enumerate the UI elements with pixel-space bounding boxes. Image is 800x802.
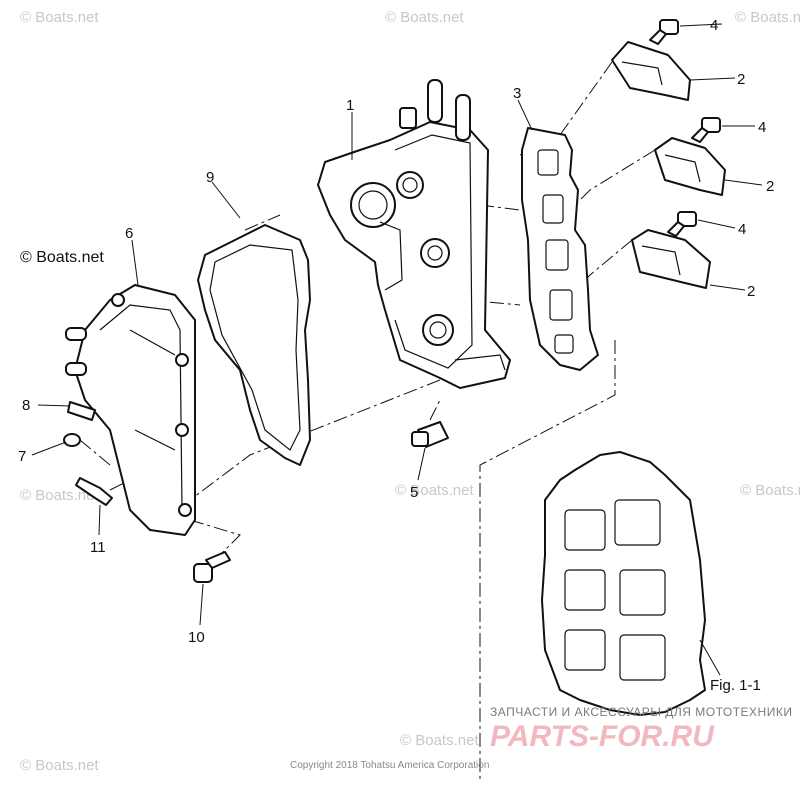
callout-4: 4 <box>710 17 718 34</box>
watermark: © Boats.net <box>735 9 800 26</box>
dealer-title: ЗАПЧАСТИ И АКСЕССУАРЫ ДЛЯ МОТОТЕХНИКИ <box>490 705 792 719</box>
dealer-logo: PARTS-FOR.RU <box>490 720 715 753</box>
callout-6: 6 <box>125 225 133 242</box>
reed-valve-bottom <box>631 229 711 289</box>
head-cover <box>65 284 196 536</box>
watermark: © Boats.net <box>395 482 474 499</box>
callout-2: 2 <box>766 178 774 195</box>
plug-bolt <box>193 551 231 583</box>
bolt <box>691 117 721 143</box>
reed-valve-top <box>611 41 691 101</box>
copyright: Copyright 2018 Tohatsu America Corporati… <box>290 760 489 771</box>
thermo-sensor <box>75 477 113 506</box>
callout-9: 9 <box>206 169 214 186</box>
callout-4: 4 <box>738 221 746 238</box>
figure-label: Fig. 1-1 <box>710 677 761 694</box>
watermark: © Boats.net <box>400 732 479 749</box>
cover-gasket <box>197 224 311 466</box>
reed-valve-middle <box>654 137 726 196</box>
bolt <box>649 19 679 45</box>
cylinder-head <box>317 79 511 389</box>
sleeve <box>67 401 96 421</box>
callout-8: 8 <box>22 397 30 414</box>
watermark: © Boats.net <box>20 487 99 504</box>
bolt <box>667 211 697 237</box>
watermark: © Boats.net <box>20 757 99 774</box>
drain-bolt <box>411 421 449 448</box>
callouts: 1 2 2 2 3 4 4 4 5 6 7 8 9 10 11 <box>18 17 774 646</box>
watermarks: © Boats.net © Boats.net © Boats.net © Bo… <box>20 9 800 774</box>
o-ring <box>63 433 81 447</box>
cylinder-block <box>541 451 706 716</box>
callout-3: 3 <box>513 85 521 102</box>
callout-11: 11 <box>90 539 106 556</box>
dealer-branding: ЗАПЧАСТИ И АКСЕССУАРЫ ДЛЯ МОТОТЕХНИКИ PA… <box>490 705 792 753</box>
callout-4: 4 <box>758 119 766 136</box>
callout-10: 10 <box>188 629 205 646</box>
watermark: © Boats.net <box>385 9 464 26</box>
watermark-dark: © Boats.net <box>20 249 104 266</box>
callout-2: 2 <box>737 71 745 88</box>
watermark: © Boats.net <box>740 482 800 499</box>
callout-5: 5 <box>410 484 418 501</box>
watermark: © Boats.net <box>20 9 99 26</box>
manifold-gasket <box>521 127 599 371</box>
leader-lines <box>31 23 763 676</box>
callout-1: 1 <box>346 97 354 114</box>
callout-7: 7 <box>18 448 26 465</box>
callout-2: 2 <box>747 283 755 300</box>
